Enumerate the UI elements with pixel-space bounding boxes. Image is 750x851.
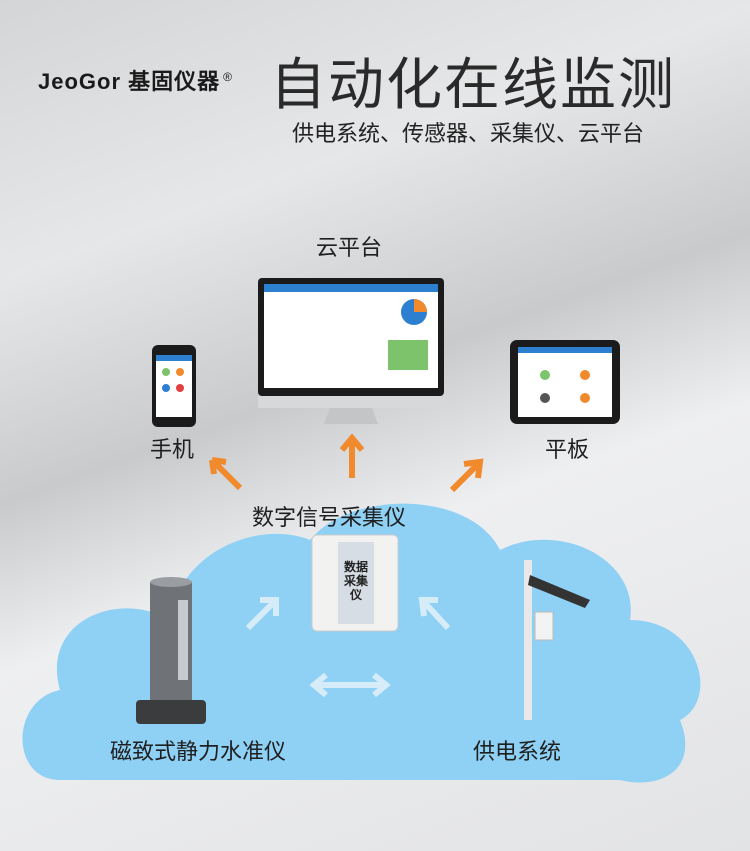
brand-cn: 基固仪器 [128, 69, 221, 94]
arrows [209, 433, 484, 493]
data-collector-device [311, 534, 399, 632]
arrow-power-to-collector [418, 597, 451, 631]
arrow-level-to-collector [245, 597, 279, 631]
arrow-bidirectional [309, 672, 391, 698]
inner-arrows [245, 597, 451, 698]
label-phone: 手机 [150, 438, 195, 463]
tablet-icon [510, 340, 620, 424]
registered-mark: ® [223, 69, 234, 84]
label-cloud-platform: 云平台 [316, 236, 383, 261]
arrow-to-tablet [449, 458, 484, 493]
solar-power-pole [524, 560, 590, 720]
arrow-to-pc [339, 433, 365, 478]
arrow-to-phone [209, 457, 243, 491]
phone-icon [152, 345, 196, 427]
brand-logo: JeoGor 基固仪器® [38, 64, 233, 96]
device-label: 数据采集仪 [344, 560, 369, 602]
page-title: 自动化在线监测 [270, 53, 676, 118]
label-power-system: 供电系统 [473, 740, 562, 765]
monitor-icon [258, 278, 444, 424]
label-level-sensor: 磁致式静力水准仪 [110, 740, 287, 765]
label-tablet: 平板 [545, 438, 590, 463]
label-collector: 数字信号采集仪 [252, 506, 407, 531]
hydrostatic-level-sensor [136, 577, 206, 724]
page-subtitle: 供电系统、传感器、采集仪、云平台 [292, 122, 645, 147]
brand-name: JeoGor [38, 69, 122, 94]
